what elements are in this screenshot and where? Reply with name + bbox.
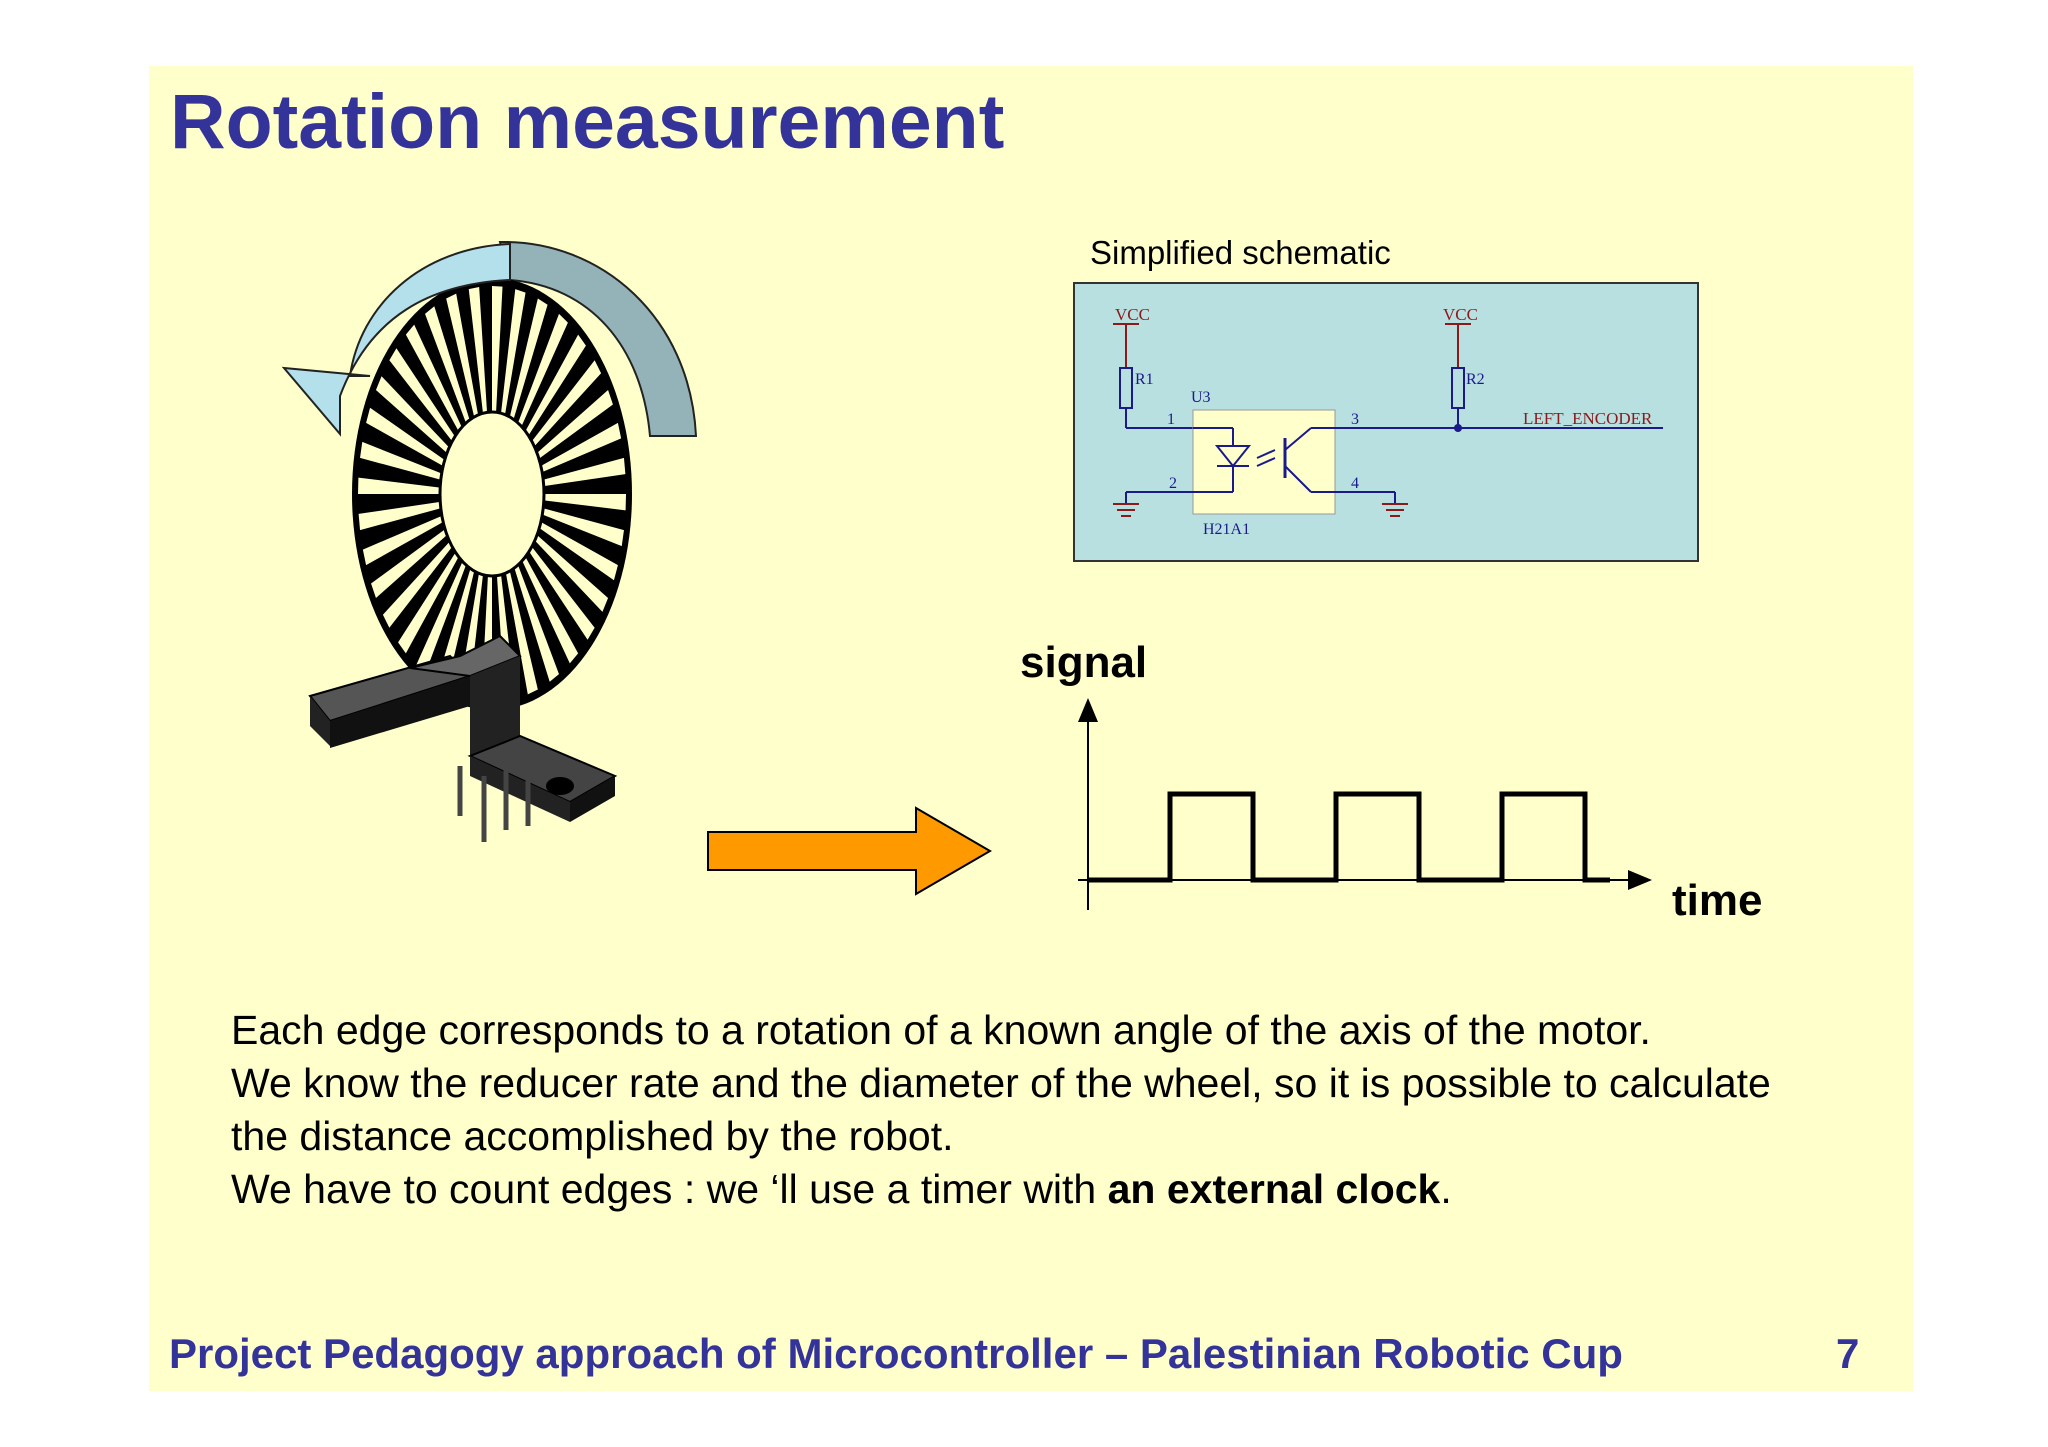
encoder-slot: [534, 535, 609, 612]
square-wave-plot: [1078, 698, 1652, 910]
encoder-slot: [362, 515, 444, 566]
u3-label: U3: [1191, 389, 1211, 406]
page-number: 7: [1836, 1330, 1860, 1377]
encoder-slot: [398, 552, 459, 654]
body-text: Each edge corresponds to a rotation of a…: [231, 1004, 1911, 1216]
encoder-slot: [358, 501, 441, 531]
x-axis-arrow-icon: [1628, 870, 1652, 890]
time-axis-label: time: [1672, 876, 1763, 925]
encoder-slot: [366, 407, 445, 466]
body-line-4-suffix: .: [1440, 1166, 1452, 1212]
encoder-slot: [543, 494, 626, 511]
pin2-label: 2: [1169, 475, 1177, 492]
vcc-left-label: VCC: [1115, 305, 1150, 324]
encoder-wheel-illustration: [281, 240, 698, 842]
body-line-4-bold: an external clock: [1107, 1166, 1441, 1212]
r2-label: R2: [1466, 371, 1485, 388]
encoder-slot: [539, 522, 618, 581]
encoder-slot: [389, 348, 455, 442]
encoder-slot: [501, 289, 526, 415]
r1-label: R1: [1135, 371, 1154, 388]
net-label: LEFT_ENCODER: [1523, 409, 1653, 428]
schematic-caption: Simplified schematic: [1090, 234, 1391, 271]
encoder-slot: [468, 286, 488, 414]
encoder-slot: [540, 422, 622, 473]
footer-text: Project Pedagogy approach of Microcontro…: [169, 1330, 1623, 1377]
encoder-slot: [522, 556, 579, 664]
body-line-3: the distance accomplished by the robot.: [231, 1113, 954, 1159]
pin1-label: 1: [1167, 411, 1175, 428]
orange-arrow-icon: [707, 806, 992, 896]
encoder-slot: [446, 293, 479, 417]
slide-title: Rotation measurement: [170, 79, 1005, 165]
encoder-slot: [543, 457, 626, 487]
body-line-2: We know the reducer rate and the diamete…: [231, 1060, 1771, 1106]
encoder-slot: [529, 546, 595, 640]
body-line-4: We have to count edges : we ‘ll use a ti…: [231, 1163, 1911, 1216]
square-wave: [1088, 791, 1610, 883]
body-line-1: Each edge corresponds to a rotation of a…: [231, 1007, 1651, 1053]
encoder-slot: [360, 441, 442, 480]
pin3-label: 3: [1351, 411, 1359, 428]
encoder-slot: [371, 529, 447, 598]
encoder-slot: [492, 286, 503, 413]
simplified-schematic: VCC R1 1 U3 2 H21A1 3 4 VCC R2 LEFT_ENCO…: [1073, 282, 1699, 562]
y-axis-arrow-icon: [1078, 698, 1098, 722]
signal-axis-label: signal: [1020, 638, 1148, 687]
encoder-slot: [531, 360, 602, 447]
encoder-slot: [514, 565, 559, 682]
encoder-slot: [525, 334, 586, 436]
encoder-slot: [537, 390, 613, 459]
encoder-slot: [375, 376, 450, 453]
encoder-slot: [405, 324, 462, 432]
pin4-label: 4: [1351, 475, 1359, 492]
encoder-slot: [425, 306, 470, 423]
encoder-slot: [416, 561, 466, 675]
encoder-slot: [542, 508, 624, 547]
vcc-right-label: VCC: [1443, 305, 1478, 324]
encoder-slot: [382, 541, 453, 628]
encoder-slot: [518, 313, 568, 427]
part-label: H21A1: [1203, 521, 1250, 538]
encoder-slot: [358, 477, 441, 494]
encoder-slot: [509, 298, 548, 420]
body-line-4-prefix: We have to count edges : we ‘ll use a ti…: [231, 1166, 1108, 1212]
encoder-slot: [505, 571, 538, 695]
